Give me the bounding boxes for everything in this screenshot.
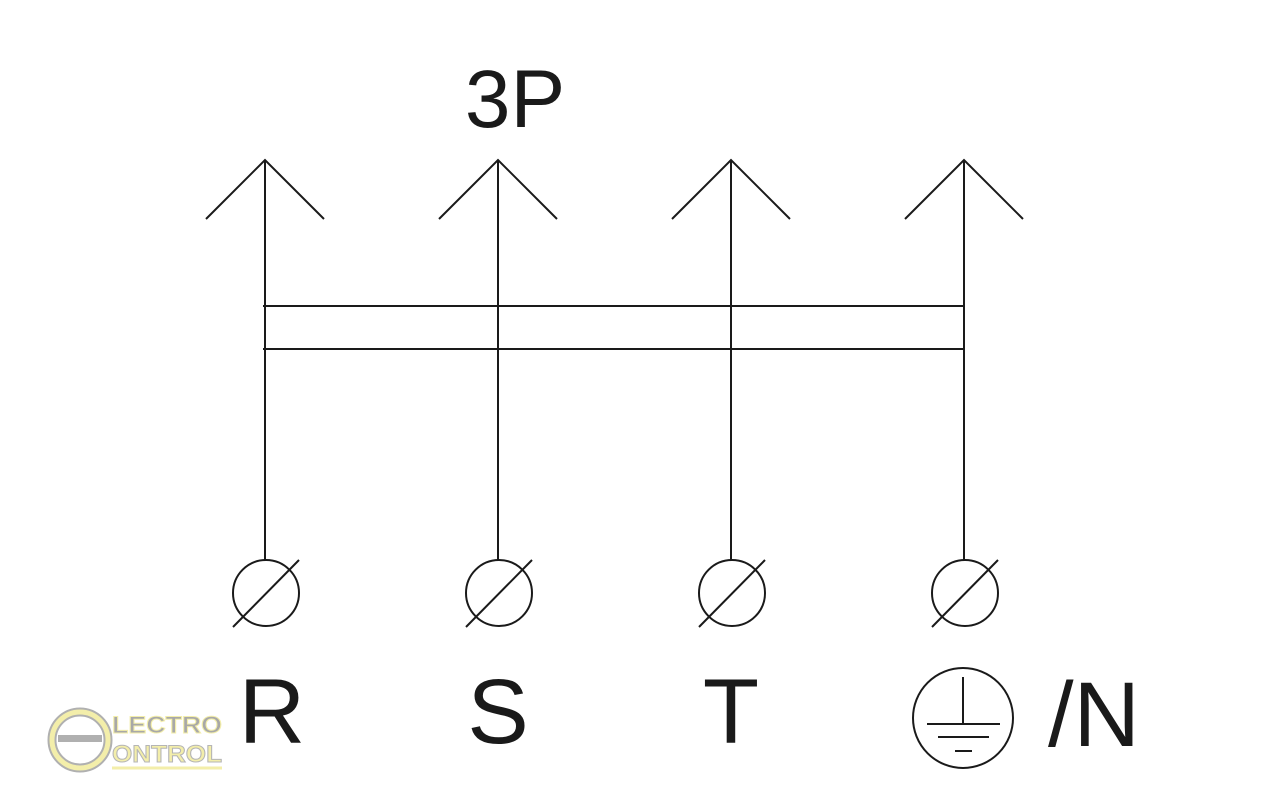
electrocontrol-logo: LECTRO ONTROL [47, 707, 223, 773]
terminal-icon [232, 559, 300, 627]
conductor-r [205, 158, 325, 628]
neutral-label: /N [1048, 664, 1140, 766]
diagram-title: 3P [465, 54, 565, 145]
terminal-label-r: R [239, 661, 305, 763]
protective-earth-icon [912, 667, 1014, 769]
terminal-slash [465, 559, 533, 628]
terminal-slash [232, 559, 300, 628]
terminal-icon [931, 559, 999, 627]
conductor-t [671, 158, 791, 628]
logo-text-line2: ONTROL [112, 741, 222, 768]
terminal-icon [465, 559, 533, 627]
conductor-n [904, 158, 1024, 628]
terminal-slash [698, 559, 766, 628]
conductor-s [438, 158, 558, 628]
terminal-label-t: T [703, 661, 759, 763]
terminal-label-s: S [467, 661, 528, 763]
terminal-slash [931, 559, 999, 628]
logo-text-line1: LECTRO [112, 712, 222, 739]
terminal-icon [698, 559, 766, 627]
